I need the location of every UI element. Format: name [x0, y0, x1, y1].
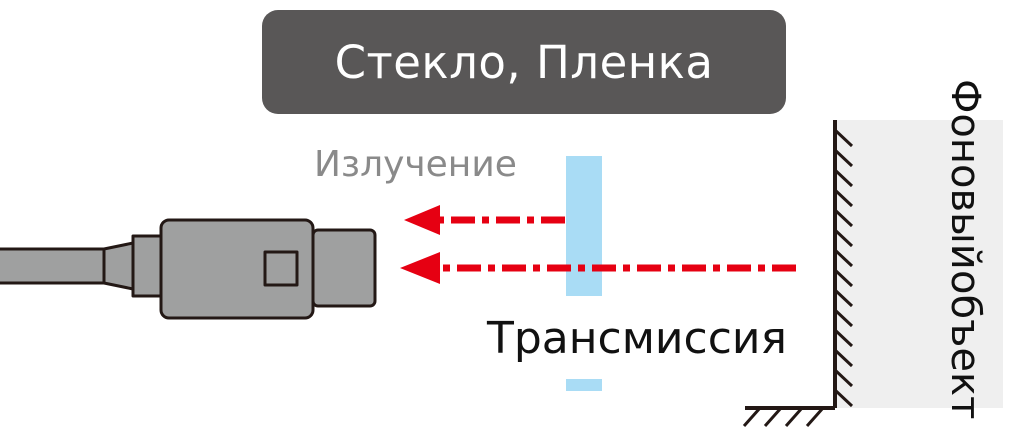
transmission-label: Трансмиссия: [487, 313, 787, 364]
hatch-mark: [784, 407, 804, 427]
beam-upper: [404, 205, 565, 235]
sensor-cable: [0, 249, 105, 283]
hatch-mark: [833, 168, 854, 188]
photoelectric-sensor-icon: [0, 218, 377, 320]
sensor-indicator: [263, 250, 299, 287]
sensor-cable-boot: [102, 241, 135, 291]
background-label-line2: объект: [942, 269, 988, 420]
title-banner: Стекло, Пленка: [262, 10, 786, 114]
hatch-mark: [742, 407, 762, 427]
sensor-back-ring: [131, 234, 163, 298]
hatch-mark: [833, 148, 854, 168]
sensor-head: [311, 228, 377, 308]
glass-film-bottom: [566, 379, 602, 391]
hatch-mark: [833, 128, 854, 148]
hatch-mark: [833, 208, 854, 228]
beam-lower: [400, 252, 796, 284]
hatch-mark: [805, 407, 825, 427]
floor-hatching: [742, 407, 825, 427]
wall-hatching: [833, 128, 854, 408]
hatch-mark: [833, 388, 854, 408]
hatch-mark: [833, 308, 854, 328]
hatch-mark: [833, 248, 854, 268]
hatch-mark: [833, 228, 854, 248]
hatch-mark: [833, 188, 854, 208]
hatch-mark: [833, 288, 854, 308]
hatch-mark: [833, 268, 854, 288]
hatch-mark: [833, 328, 854, 348]
hatch-mark: [763, 407, 783, 427]
hatch-mark: [833, 368, 854, 388]
glass-film-icon: [566, 156, 602, 296]
wall-surface: [835, 120, 1003, 408]
hatch-mark: [833, 348, 854, 368]
arrow-left-icon: [404, 205, 440, 235]
emission-label: Излучение: [314, 144, 517, 185]
background-object-label: Фоновый объект: [853, 79, 991, 419]
background-label-line1: Фоновый: [942, 78, 988, 270]
diagram-title: Стекло, Пленка: [334, 35, 714, 89]
background-wall-icon: [742, 120, 1003, 427]
arrow-left-icon: [400, 252, 440, 284]
